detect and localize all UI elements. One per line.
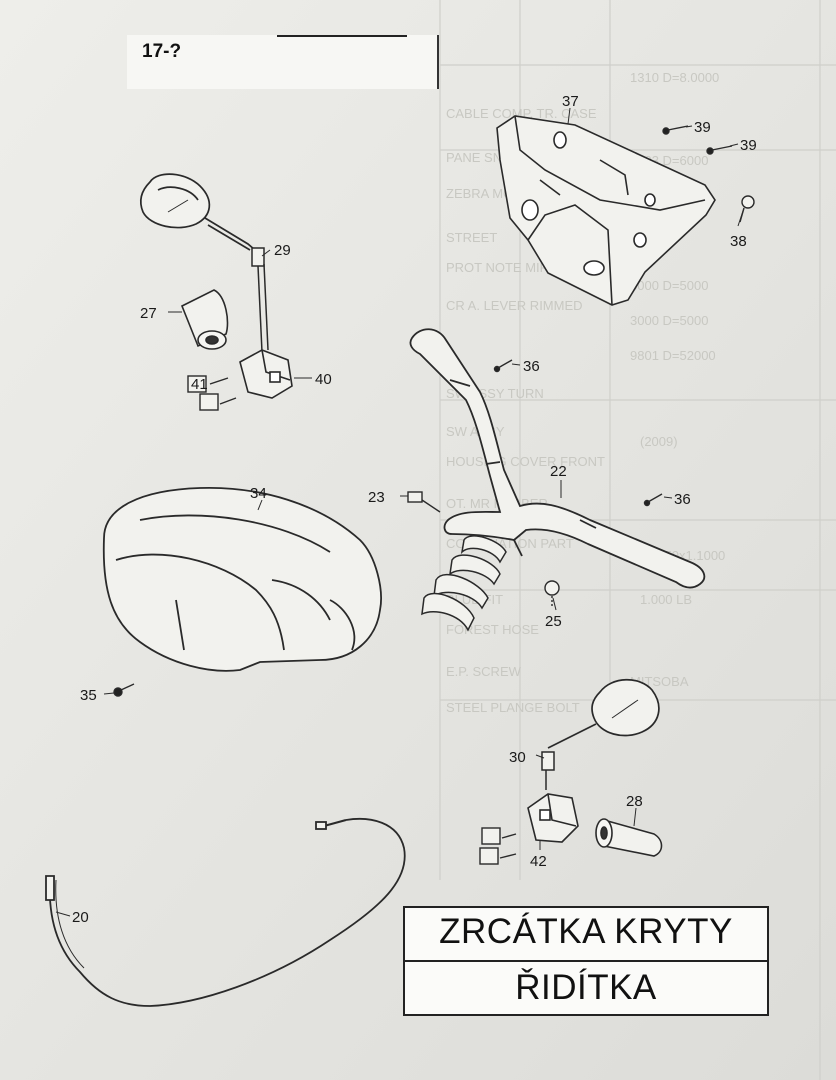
- callout-numbers: 37 39 39 38 29 27 40 41 36 22 23 34 36 2…: [72, 93, 757, 926]
- callout-22: 22: [550, 463, 567, 480]
- callout-40: 40: [315, 371, 332, 388]
- part-35-screw: [113, 683, 135, 697]
- callout-27: 27: [140, 305, 157, 322]
- part-25-nut: [544, 580, 560, 606]
- part-27-grip: [180, 289, 229, 350]
- callout-38: 38: [730, 233, 747, 250]
- svg-text:9801 D=52000: 9801 D=52000: [630, 348, 716, 363]
- svg-text:FOREST HOSE: FOREST HOSE: [446, 622, 539, 637]
- part-37-instrument-cover: [496, 115, 716, 306]
- part-22-handlebar: [409, 328, 706, 589]
- callout-35: 35: [80, 687, 97, 704]
- page-label-rule: [277, 35, 407, 37]
- svg-text:E.P. SCREW: E.P. SCREW: [446, 664, 522, 679]
- bleed-through-text: CABLE COMP. TR. CASE PANE SNOSE A. TOKT …: [446, 70, 725, 715]
- page-label-box: 17-?: [127, 35, 439, 89]
- callout-37: 37: [562, 93, 579, 110]
- callout-29: 29: [274, 242, 291, 259]
- part-34-handlebar-cover: [102, 486, 382, 672]
- svg-text:3000 D=5000: 3000 D=5000: [630, 313, 708, 328]
- svg-text:STEEL PLANGE BOLT: STEEL PLANGE BOLT: [446, 700, 580, 715]
- section-title-line-2: ŘIDÍTKA: [515, 968, 657, 1007]
- callout-25: 25: [545, 613, 562, 630]
- part-42-switch-buttons: [479, 827, 517, 865]
- callout-34: 34: [250, 485, 267, 502]
- page-label-text: 17-?: [142, 41, 182, 62]
- part-20-cable: [45, 818, 406, 1007]
- part-36-screws: [493, 359, 663, 507]
- svg-text:HOUSING COVER FRONT: HOUSING COVER FRONT: [446, 454, 605, 469]
- svg-text:CR A. LEVER RIMMED: CR A. LEVER RIMMED: [446, 298, 583, 313]
- part-30-mirror-adapter: [541, 751, 555, 790]
- section-title-line-1: ZRCÁTKA KRYTY: [439, 912, 733, 951]
- callout-41: 41: [191, 376, 208, 393]
- callout-42: 42: [530, 853, 547, 870]
- part-29-mirror-adapter: [251, 247, 269, 353]
- callout-39b: 39: [740, 137, 757, 154]
- part-38-nut: [739, 195, 755, 223]
- callout-leaders: [55, 107, 745, 917]
- part-handlebar-clamps: [421, 535, 507, 632]
- part-right-mirror: [547, 678, 660, 749]
- callout-36b: 36: [674, 491, 691, 508]
- callout-39a: 39: [694, 119, 711, 136]
- callout-20: 20: [72, 909, 89, 926]
- part-23-bolt: [407, 491, 441, 513]
- svg-text:STREET: STREET: [446, 230, 497, 245]
- svg-text:(2009): (2009): [640, 434, 678, 449]
- section-title-box: ZRCÁTKA KRYTY ŘIDÍTKA: [403, 906, 769, 1016]
- callout-23: 23: [368, 489, 385, 506]
- svg-text:CABLE COMP. TR. CASE: CABLE COMP. TR. CASE: [446, 106, 597, 121]
- part-41-switch-buttons: [187, 375, 237, 411]
- part-42-switch-right: [527, 793, 579, 843]
- part-left-mirror: [140, 173, 256, 251]
- svg-text:3000 D=5000: 3000 D=5000: [630, 278, 708, 293]
- svg-text:1.000 LB: 1.000 LB: [640, 592, 692, 607]
- callout-28: 28: [626, 793, 643, 810]
- part-40-switch-left: [239, 349, 293, 399]
- part-39-screws: [662, 125, 733, 155]
- part-28-grip: [595, 818, 663, 857]
- section-title-divider: [405, 960, 767, 962]
- callout-30: 30: [509, 749, 526, 766]
- callout-36a: 36: [523, 358, 540, 375]
- svg-text:1310 D=8.0000: 1310 D=8.0000: [630, 70, 719, 85]
